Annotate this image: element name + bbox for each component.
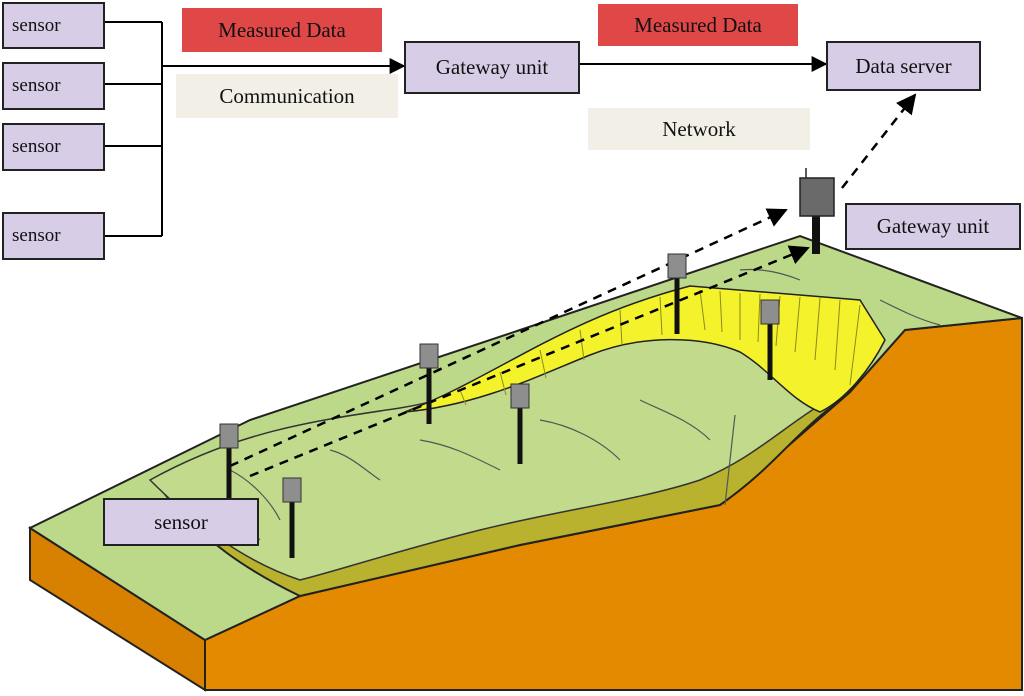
sensor-pole bbox=[510, 383, 530, 464]
sensor-pole bbox=[419, 343, 439, 424]
sensor-pole bbox=[282, 477, 302, 558]
gateway-tower bbox=[799, 168, 835, 254]
wireless-links bbox=[229, 93, 917, 478]
measured-data-label-left: Measured Data bbox=[182, 8, 382, 52]
sensor-pole bbox=[219, 423, 239, 498]
sensor-pole bbox=[760, 299, 780, 380]
sensor-pole bbox=[667, 253, 687, 334]
sensor-box: sensor bbox=[2, 2, 105, 49]
communication-label: Communication bbox=[176, 74, 398, 118]
measured-data-label-right: Measured Data bbox=[598, 4, 798, 46]
sensor-bus-connector bbox=[105, 21, 163, 237]
gateway-unit-field-label: Gateway unit bbox=[845, 203, 1021, 250]
field-sensor-label: sensor bbox=[103, 498, 259, 546]
sensor-box: sensor bbox=[2, 123, 105, 171]
field-sensors bbox=[219, 253, 780, 558]
sensor-box: sensor bbox=[2, 62, 105, 110]
gateway-unit-node: Gateway unit bbox=[404, 41, 580, 94]
network-label: Network bbox=[588, 108, 810, 150]
sensor-box: sensor bbox=[2, 212, 105, 260]
data-server-node: Data server bbox=[826, 41, 981, 91]
